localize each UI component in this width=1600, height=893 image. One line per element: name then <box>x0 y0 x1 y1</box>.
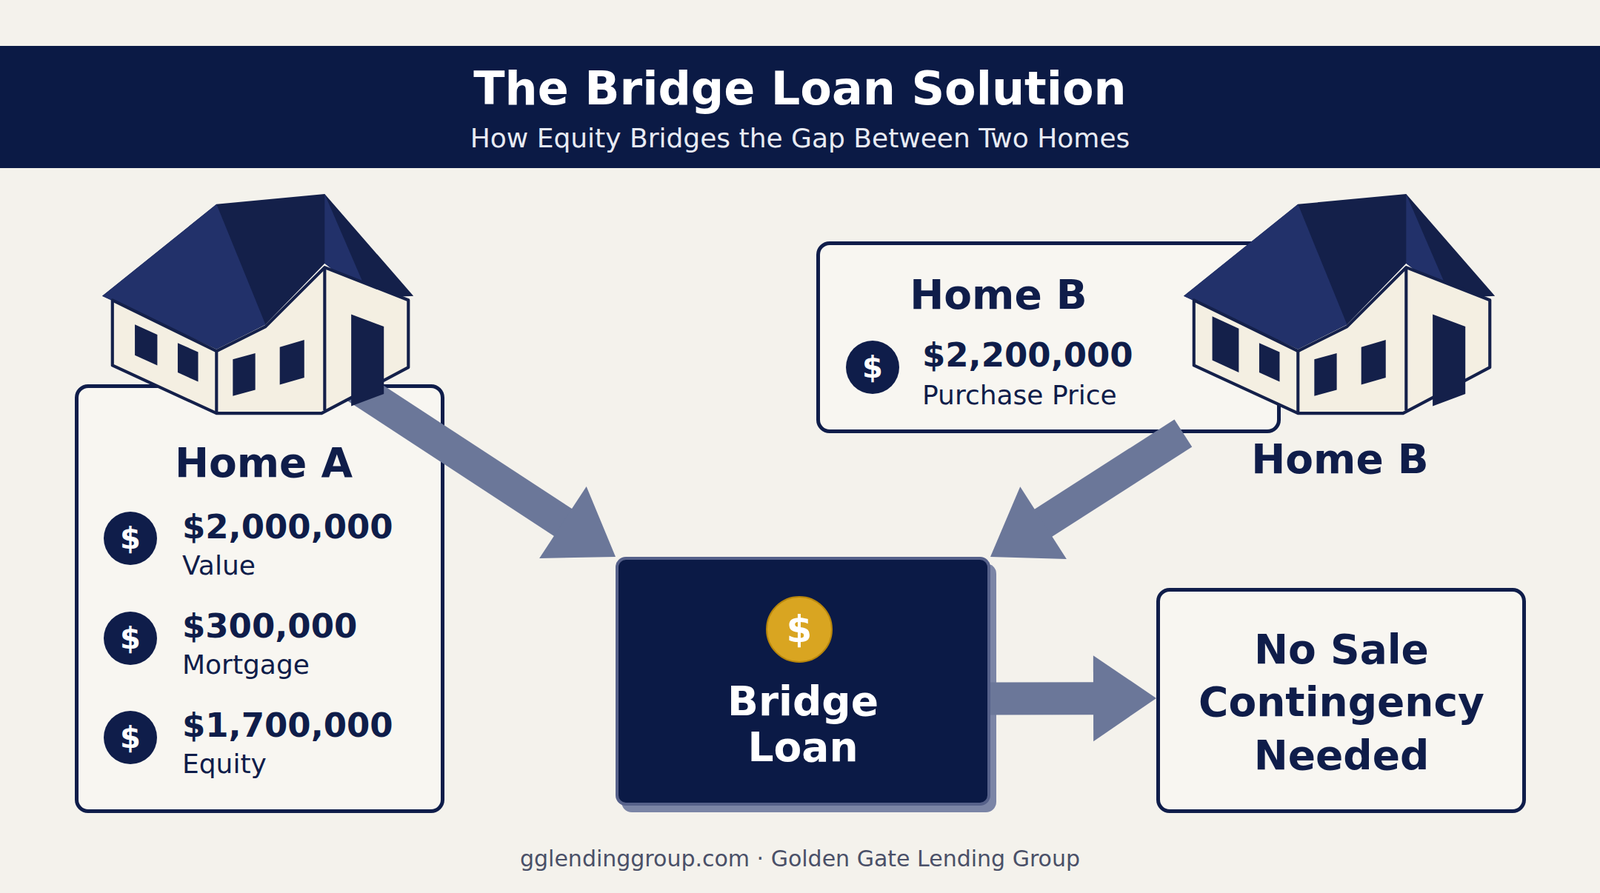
outcome-box: No Sale Contingency Needed <box>1156 588 1526 814</box>
circle-shape <box>103 511 158 566</box>
amount-label: Value <box>182 549 256 582</box>
house-illustration <box>1183 194 1495 414</box>
house-window <box>232 353 255 397</box>
icon-symbol: $ <box>102 620 158 657</box>
house-door <box>351 314 384 407</box>
circle-shape <box>103 611 158 666</box>
icon-symbol: $ <box>845 349 900 386</box>
icon-symbol: $ <box>102 520 158 557</box>
dollar-icon: $ <box>102 710 158 766</box>
title-band <box>0 45 1600 169</box>
arrow-head <box>539 486 616 559</box>
house-label: Home B <box>1191 434 1489 484</box>
house-window <box>1314 353 1337 397</box>
icon-symbol: $ <box>765 607 833 652</box>
amount-value: $300,000 <box>182 606 358 647</box>
house-window <box>177 342 199 382</box>
subtitle: How Equity Bridges the Gap Between Two H… <box>133 122 1467 155</box>
arrow-shaft <box>1042 433 1183 524</box>
bridge-loan-title: Bridge Loan <box>680 678 926 771</box>
dollar-icon: $ <box>845 340 900 395</box>
dollar-icon: $ <box>102 611 158 666</box>
home-box: Home A $2,000,000Value $300,000Mortgage $1,… <box>74 384 445 814</box>
arrow-shaft <box>990 682 1095 715</box>
circle-shape <box>845 340 900 395</box>
home-heading: Home A <box>93 438 435 488</box>
icon-symbol: $ <box>102 720 158 756</box>
house-door <box>1212 316 1240 373</box>
house-wall-edge <box>216 267 325 414</box>
home-heading: Home B <box>850 270 1147 320</box>
house-window <box>280 340 305 386</box>
caption: gglendinggroup.com · Golden Gate Lending… <box>207 845 1393 873</box>
house-illustration <box>102 194 414 414</box>
house-window <box>1361 340 1386 386</box>
house-window <box>1259 342 1280 382</box>
amount-label: Purchase Price <box>922 379 1118 412</box>
amount-label: Mortgage <box>182 648 310 681</box>
house-wall-edge <box>1297 267 1406 414</box>
house-door <box>1432 314 1466 407</box>
flow-arrow <box>990 433 1183 560</box>
arrow-head <box>990 486 1067 560</box>
amount-value: $2,200,000 <box>922 335 1134 376</box>
bridge-loan-box: Bridge Loan $ <box>615 557 991 806</box>
arrow-head <box>1093 655 1157 742</box>
diagram-title: The Bridge Loan Solution <box>133 61 1467 117</box>
circle-shape <box>103 711 158 765</box>
circle-shape <box>766 597 832 663</box>
outcome-text: No Sale Contingency Needed <box>1167 623 1516 783</box>
flow-arrow <box>990 655 1157 742</box>
amount-value: $2,000,000 <box>182 507 394 548</box>
amount-value: $1,700,000 <box>182 705 394 746</box>
amount-label: Equity <box>182 748 267 780</box>
gold-dollar-icon: $ <box>765 596 833 663</box>
house-window <box>134 324 158 366</box>
dollar-icon: $ <box>102 511 158 566</box>
